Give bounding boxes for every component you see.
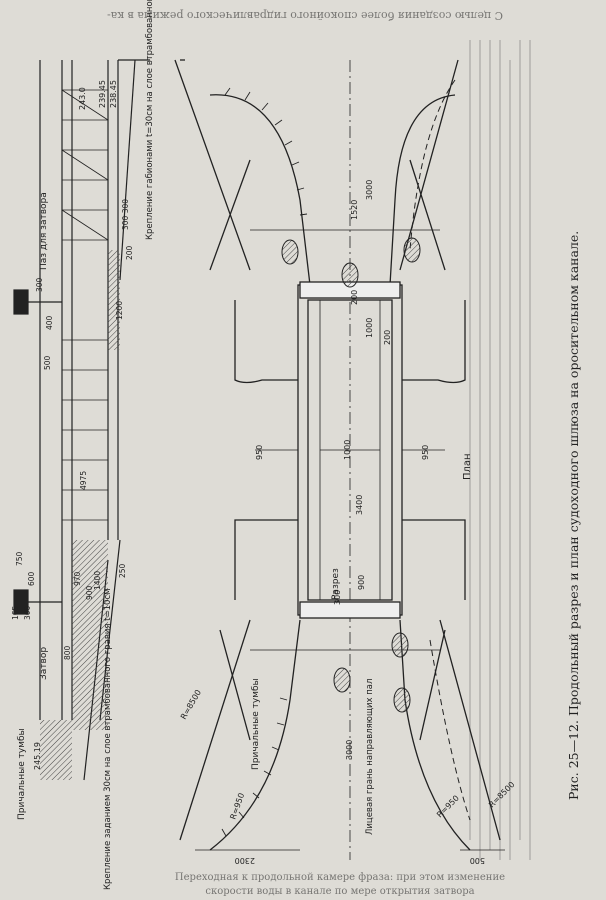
plan-view bbox=[174, 59, 505, 860]
dim-950a: 950 bbox=[255, 445, 264, 460]
dim-300: 300 bbox=[35, 277, 44, 292]
dim-1000b: 1000 bbox=[343, 440, 352, 460]
dim-3000b: 3000 bbox=[345, 740, 354, 760]
elev-e1: 239.45 bbox=[98, 80, 107, 108]
dim-970: 970 bbox=[73, 571, 82, 586]
body-text-top: С целью создания более спокойного гидрав… bbox=[107, 9, 503, 22]
label-plan: План bbox=[462, 453, 473, 480]
dim-500: 500 bbox=[43, 355, 52, 370]
elev-top: 243.0 bbox=[78, 87, 87, 110]
radius-950b: R=950 bbox=[435, 794, 461, 820]
dim-300c: 300 bbox=[23, 605, 32, 620]
figure-caption: Рис. 25—12. Продольный разрез и план суд… bbox=[566, 231, 581, 800]
label-mooring-posts-left: Причальные тумбы bbox=[17, 728, 27, 820]
label-fastening-lower: Крепление заданием 30см на слое втрамбов… bbox=[103, 588, 113, 890]
dim-300d: 300 bbox=[333, 590, 342, 605]
label-section-line: Разрез bbox=[331, 568, 341, 600]
stone-fills bbox=[281, 237, 421, 713]
dim-250: 250 bbox=[118, 563, 127, 578]
label-guide-face: Лицевая грань направляющих пал bbox=[365, 679, 375, 835]
dim-900: 900 bbox=[85, 585, 94, 600]
dim-1200: 1200 bbox=[115, 301, 124, 320]
label-fastening-upper: Крепление габионами t=30см на слое втрам… bbox=[145, 0, 155, 240]
bleed-through-text bbox=[469, 40, 531, 860]
elev-e2: 238.45 bbox=[109, 80, 118, 108]
radius-8500b: R=8500 bbox=[487, 780, 516, 809]
body-text-bottom-2: скорости воды в канале по мере открытия … bbox=[205, 886, 474, 897]
label-mooring-posts-plan: Причальные тумбы bbox=[251, 678, 261, 770]
dim-950b: 950 bbox=[421, 445, 430, 460]
dim-400: 400 bbox=[45, 315, 54, 330]
dim-1520: 1520 bbox=[350, 200, 359, 220]
label-gate-groove: Паз для затвора bbox=[39, 192, 49, 270]
dim-200b: 200 bbox=[350, 290, 359, 305]
dim-900b: 900 bbox=[357, 575, 366, 590]
dim-1400: 1400 bbox=[93, 571, 102, 590]
dim-165: 165 bbox=[11, 605, 20, 620]
elev-bottom: 245.19 bbox=[33, 742, 42, 770]
dim-750: 750 bbox=[15, 551, 24, 566]
label-gate: Затвор bbox=[39, 647, 49, 680]
dim-300b: 300 300 bbox=[121, 199, 130, 230]
mooring-post-ticks bbox=[221, 87, 308, 837]
dim-200c: 200 bbox=[383, 330, 392, 345]
dim-500b: 500 bbox=[470, 856, 485, 865]
dim-3400: 3400 bbox=[355, 495, 364, 515]
dim-3000a: 3000 bbox=[365, 180, 374, 200]
dim-600: 600 bbox=[27, 571, 36, 586]
body-text-bottom-1: Переходная к продольной камере фраза: пр… bbox=[175, 872, 505, 883]
dim-4975: 4975 bbox=[79, 471, 88, 490]
dim-1000a: 1000 bbox=[365, 318, 374, 338]
dim-200: 200 bbox=[125, 245, 134, 260]
longitudinal-section bbox=[13, 59, 150, 781]
dim-2300: 2300 bbox=[235, 856, 255, 865]
radius-8500a: R=8500 bbox=[179, 688, 203, 721]
dim-800: 800 bbox=[63, 645, 72, 660]
